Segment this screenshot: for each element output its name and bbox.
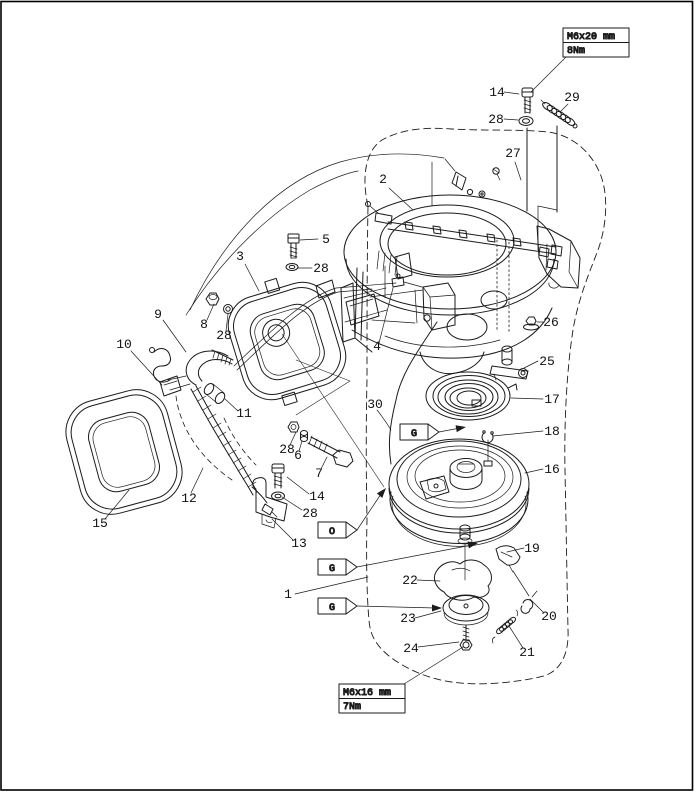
torque-spec: M6x16 mm xyxy=(343,688,391,699)
rope-pulley xyxy=(388,438,530,581)
part-label-28-e: 28 xyxy=(488,112,504,127)
part-label-21: 21 xyxy=(519,645,535,660)
part-label-7: 7 xyxy=(315,466,323,481)
grease-flag-3: G xyxy=(317,597,442,615)
part-label-28-c: 28 xyxy=(302,506,318,521)
starter-case xyxy=(340,194,557,353)
part-label-19: 19 xyxy=(524,541,540,556)
vent-cover xyxy=(227,277,347,406)
grease-flag-2: G xyxy=(317,541,478,576)
handle-seal xyxy=(65,389,183,515)
part-label-14-mid: 14 xyxy=(309,489,325,504)
loose-hardware xyxy=(205,233,354,468)
part-label-20: 20 xyxy=(541,609,557,624)
flag-letter: G xyxy=(411,429,417,440)
part-label-30: 30 xyxy=(367,397,383,412)
cable-end-fitting xyxy=(451,171,486,198)
lubricant-flags: G O G G xyxy=(317,423,478,615)
part-label-28-a: 28 xyxy=(313,261,329,276)
part-label-27: 27 xyxy=(505,146,521,161)
engine-lower-body xyxy=(351,265,553,375)
anchor-bracket xyxy=(252,463,288,529)
starter-rope xyxy=(388,321,438,465)
part-label-13: 13 xyxy=(291,536,307,551)
linkage-rail xyxy=(365,125,563,333)
part-label-11: 11 xyxy=(236,406,252,421)
torque-box-top: M6x20 mm 8Nm xyxy=(562,27,630,58)
part-label-12: 12 xyxy=(181,491,197,506)
flag-letter: G xyxy=(329,603,335,614)
leader-lines xyxy=(104,56,569,685)
torque-spec: M6x20 mm xyxy=(567,32,615,43)
mount-bracket xyxy=(536,225,581,289)
part-label-5: 5 xyxy=(322,232,330,247)
throttle-cable xyxy=(233,273,423,371)
oil-flag: O xyxy=(317,488,386,539)
part-label-26: 26 xyxy=(543,315,559,330)
cable-elbow-assembly xyxy=(149,347,234,404)
part-label-16: 16 xyxy=(544,462,560,477)
small-parts-right xyxy=(489,167,539,381)
wrapped-cable xyxy=(190,385,278,518)
part-number-labels: 1 2 3 4 5 28 8 28 9 10 11 12 15 13 14 28… xyxy=(92,85,580,660)
part-label-28-d: 28 xyxy=(279,442,295,457)
part-label-15: 15 xyxy=(92,516,108,531)
part-label-23: 23 xyxy=(400,611,416,626)
part-label-9: 9 xyxy=(154,307,162,322)
part-label-22: 22 xyxy=(402,573,418,588)
cam-and-friction-parts xyxy=(433,545,538,651)
flag-letter: O xyxy=(329,527,335,538)
part-label-4: 4 xyxy=(373,339,381,354)
part-label-25: 25 xyxy=(539,354,555,369)
part-label-10: 10 xyxy=(116,337,132,352)
part-label-24: 24 xyxy=(403,641,419,656)
part-label-2: 2 xyxy=(379,172,387,187)
torque-boxes: M6x20 mm 8Nm M6x16 mm 7Nm xyxy=(338,27,630,714)
grease-flag-1: G xyxy=(399,423,466,441)
torque-value: 8Nm xyxy=(567,46,585,57)
engine-outline-dashed xyxy=(175,127,607,685)
cable-sweep-arcs xyxy=(185,153,456,316)
part-label-14-top: 14 xyxy=(489,85,505,100)
torque-value: 7Nm xyxy=(343,702,361,713)
flag-letter: G xyxy=(329,564,335,575)
part-label-8: 8 xyxy=(200,317,208,332)
recoil-spring xyxy=(425,371,518,421)
part-label-28-b: 28 xyxy=(216,328,232,343)
vent-cover-flanges xyxy=(281,279,385,488)
part-label-18: 18 xyxy=(544,424,560,439)
top-bolt-washer-spring xyxy=(518,87,578,129)
part-label-29: 29 xyxy=(564,90,580,105)
part-label-1: 1 xyxy=(284,587,292,602)
part-label-6: 6 xyxy=(294,448,302,463)
part-label-3: 3 xyxy=(236,249,244,264)
part-label-17: 17 xyxy=(544,392,560,407)
torque-box-bottom: M6x16 mm 7Nm xyxy=(338,683,406,714)
